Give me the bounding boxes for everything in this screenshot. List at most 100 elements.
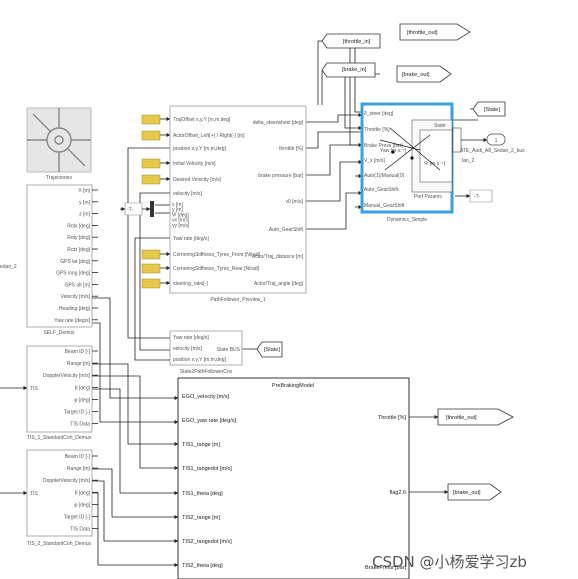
dyn-inner-perf: Perf Params <box>414 194 442 200</box>
tis2-input-label: TIS <box>30 491 38 497</box>
pf-input-label: steering_ratio[-] <box>173 281 208 287</box>
pb-input-label: TIS1_theta [deg] <box>182 491 223 497</box>
svg-text:[brake_out]: [brake_out] <box>402 72 430 78</box>
pf-output-label: Auto_GearShift <box>269 227 304 233</box>
pf-output-label: delta_steerwheel [deg] <box>253 120 304 126</box>
watermark: CSDN @小杨爱学习zb <box>372 553 527 571</box>
svg-text:1: 1 <box>495 138 498 144</box>
pb-input-label: TIS2_rangedot [m/s] <box>182 539 232 545</box>
vehicle-bus[interactable]: ATE_Audi_A8_Sedan_2_bus lan_2 <box>452 127 525 164</box>
tis2-port-label: DopplerVelocity [m/s] <box>43 478 91 484</box>
road-network-icon <box>27 108 91 172</box>
svg-text:[brake_in]: [brake_in] <box>342 67 367 73</box>
pf-input-label: CorneringStiffness_Tyres_Front [N/rad] <box>173 252 261 258</box>
self-port-label: X [m] <box>78 188 90 194</box>
constant-desired-velocity[interactable] <box>141 174 161 185</box>
dynamics-label: Dynamics_Simple <box>387 217 427 223</box>
pf-input-label: velocity [m/s] <box>173 191 203 197</box>
goto-throttle-out-lower[interactable]: [throttle_out] <box>437 408 514 426</box>
pb-input-label: EGO_velocity [m/s] <box>182 394 230 400</box>
dyn-input-label: Auto(1)/Manual(0) <box>364 173 405 179</box>
pf-output-label: Actor/Traj_angle [deg] <box>254 281 304 287</box>
dyn-input-label: Manual_GearShift <box>364 203 405 209</box>
constant-stiffness-rear[interactable] <box>141 263 161 274</box>
constant-actor-offset[interactable] <box>141 130 161 141</box>
dyn-input-label: V_x [m/s] <box>364 158 385 164</box>
dyn-input-label: Brake Press [bar] <box>364 143 403 149</box>
self-demux-label: SELF_Demux <box>43 330 75 336</box>
goto-brake-out-lower[interactable]: [brake_out] <box>447 483 502 501</box>
state2pf-label: State2PathFollowerCnv <box>180 369 233 375</box>
constant-initial-velocity[interactable] <box>141 158 161 169</box>
tis1-demux-block[interactable]: TIS Beam ID [-]Range [m]DopplerVelocity … <box>26 345 98 441</box>
path-follower-label: PathFollower_Preview_1 <box>210 297 266 303</box>
tis2-port-label: φ [deg] <box>74 502 90 508</box>
dynamics-simple-block[interactable]: δ_steer [deg] Throttle [%] Brake Press [ba… <box>360 102 454 223</box>
pf-mini-label: vy [m/s] <box>172 223 190 229</box>
tis1-port-label: φ [deg] <box>74 397 90 403</box>
svg-text:[throttle_in]: [throttle_in] <box>343 39 371 45</box>
dynamics-inner-block-2 <box>419 129 453 183</box>
svg-text:[State]: [State] <box>484 107 500 113</box>
self-port-label: Roty [deg] <box>67 235 90 241</box>
prebraking-model-block[interactable]: PreBrakingModel EGO_velocity [m/s] EGO_ya… <box>177 377 410 579</box>
mux-marker[interactable]: -T- <box>124 201 154 217</box>
dyn-input-label: δ_steer [deg] <box>364 111 394 117</box>
self-port-label: Yaw rate [deg/s] <box>54 318 90 324</box>
pf-input-label: CorneringStiffness_Tyres_Rear [N/rad] <box>173 266 260 272</box>
pf-mini-label: y [m] <box>172 207 183 213</box>
pb-input-label: TIS2_theta [deg] <box>182 563 223 569</box>
pf-input-label: Yaw rate [deg/s] <box>173 236 209 242</box>
goto-throttle-out[interactable]: [throttle_out] <box>399 23 471 41</box>
state2pf-block[interactable]: Yaw rate [deg/s]velocity [m/s]position x… <box>169 330 243 375</box>
constant-stiffness-front[interactable] <box>141 249 161 260</box>
goto-throttle-in[interactable]: [throttle_in] <box>321 33 381 49</box>
goto-brake-out[interactable]: [brake_out] <box>396 65 452 83</box>
pf-output-label: v0 [m/s] <box>285 199 303 205</box>
pf-input-label: position x,y,Y [m,m,deg] <box>173 146 227 152</box>
tis1-port-label: DopplerVelocity [m/s] <box>43 373 91 379</box>
svg-text:-T-: -T- <box>474 194 480 200</box>
vehicle-label-bottom: lan_2 <box>462 158 474 164</box>
goto-state[interactable]: [State] <box>472 101 506 117</box>
svg-text:[State]: [State] <box>264 347 280 353</box>
goto-state-bus[interactable]: [State] <box>256 341 283 358</box>
path-follower-block[interactable]: TrajOffset x,y,Y [m,m,deg]ActorOffset_Le… <box>169 105 307 303</box>
tis2-port-label: Beam ID [-] <box>65 454 91 460</box>
outport-1[interactable]: 1 <box>486 133 506 146</box>
tis2-demux-block[interactable]: TIS Beam ID [-] Range [m] DopplerVelocity … <box>26 449 98 547</box>
prebraking-title: PreBrakingModel <box>272 383 314 389</box>
s2p-input-label: velocity [m/s] <box>173 346 203 352</box>
dyn-input-label: Auto_GearShift <box>364 187 399 193</box>
tis2-port-label: TIS Data <box>70 527 90 533</box>
dyn-input-label: Throttle [%] <box>364 127 390 133</box>
svg-text:[throttle_out]: [throttle_out] <box>407 30 438 36</box>
trajectories-block[interactable]: Trajectories <box>26 107 92 181</box>
s2p-input-label: Yaw rate [deg/s] <box>173 335 209 341</box>
goto-brake-in[interactable]: [brake_in] <box>321 62 376 78</box>
svg-text:-T-: -T- <box>127 207 133 213</box>
vehicle-label-top: ATE_Audi_A8_Sedan_2_bus <box>460 148 525 154</box>
dynamics-out-marker[interactable]: -T- <box>469 189 493 203</box>
pb-input-label: EGO_yaw rate [deg/s] <box>182 418 237 424</box>
self-demux-block[interactable]: edan_2 X [m]y [m]z [m]Rotx [deg]Roty [de… <box>0 184 98 336</box>
self-port-label: GPS alt [m] <box>64 282 90 288</box>
self-port-label: y [m] <box>79 200 90 206</box>
constant-traj-offset[interactable] <box>141 114 161 125</box>
tis1-port-label: Beam ID [-] <box>65 349 91 355</box>
dyn-inner-state: State <box>434 123 446 129</box>
pb-output-label: Throttle [%] <box>378 415 407 421</box>
pf-mini-label: Ψ [deg] <box>172 212 189 218</box>
pf-mini-label: vx [m/s] <box>172 218 190 224</box>
tis2-port-label: Range [m] <box>67 466 91 472</box>
self-port-label: Heading [deg] <box>59 306 91 312</box>
pf-input-label: Desired Velocity [m/s] <box>173 177 222 183</box>
tis1-input-label: TIS <box>30 386 38 392</box>
tis2-port-label: θ [deg] <box>75 490 91 496</box>
tis1-port-label: Target ID [-] <box>64 410 91 416</box>
self-port-label: z [m] <box>79 212 90 218</box>
constant-steering-ratio[interactable] <box>141 278 161 289</box>
pb-output-label: BrakePress [bar] <box>365 565 406 571</box>
pb-output-label: flag2.6 <box>389 490 406 496</box>
